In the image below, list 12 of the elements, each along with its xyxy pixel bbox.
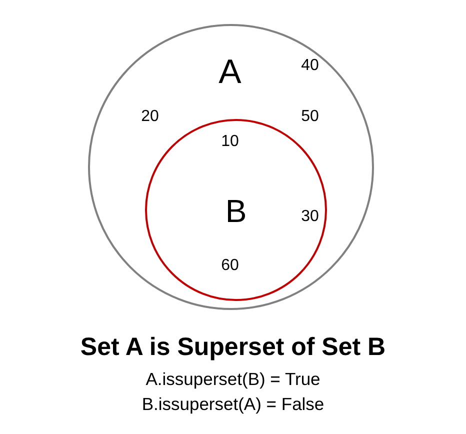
- element-value: 20: [141, 109, 159, 125]
- element-value: 30: [301, 209, 319, 225]
- element-value: 40: [301, 58, 319, 74]
- element-value: 50: [301, 109, 319, 125]
- element-value: 10: [221, 134, 239, 150]
- code-expression: B.issuperset(A) = False: [142, 396, 324, 414]
- title: Set A is Superset of Set B: [80, 335, 386, 360]
- code-expression: A.issuperset(B) = True: [146, 371, 320, 388]
- element-value: 60: [221, 258, 239, 274]
- set-name: A: [218, 55, 242, 89]
- set-circle: [88, 24, 374, 310]
- set-name: B: [225, 195, 247, 227]
